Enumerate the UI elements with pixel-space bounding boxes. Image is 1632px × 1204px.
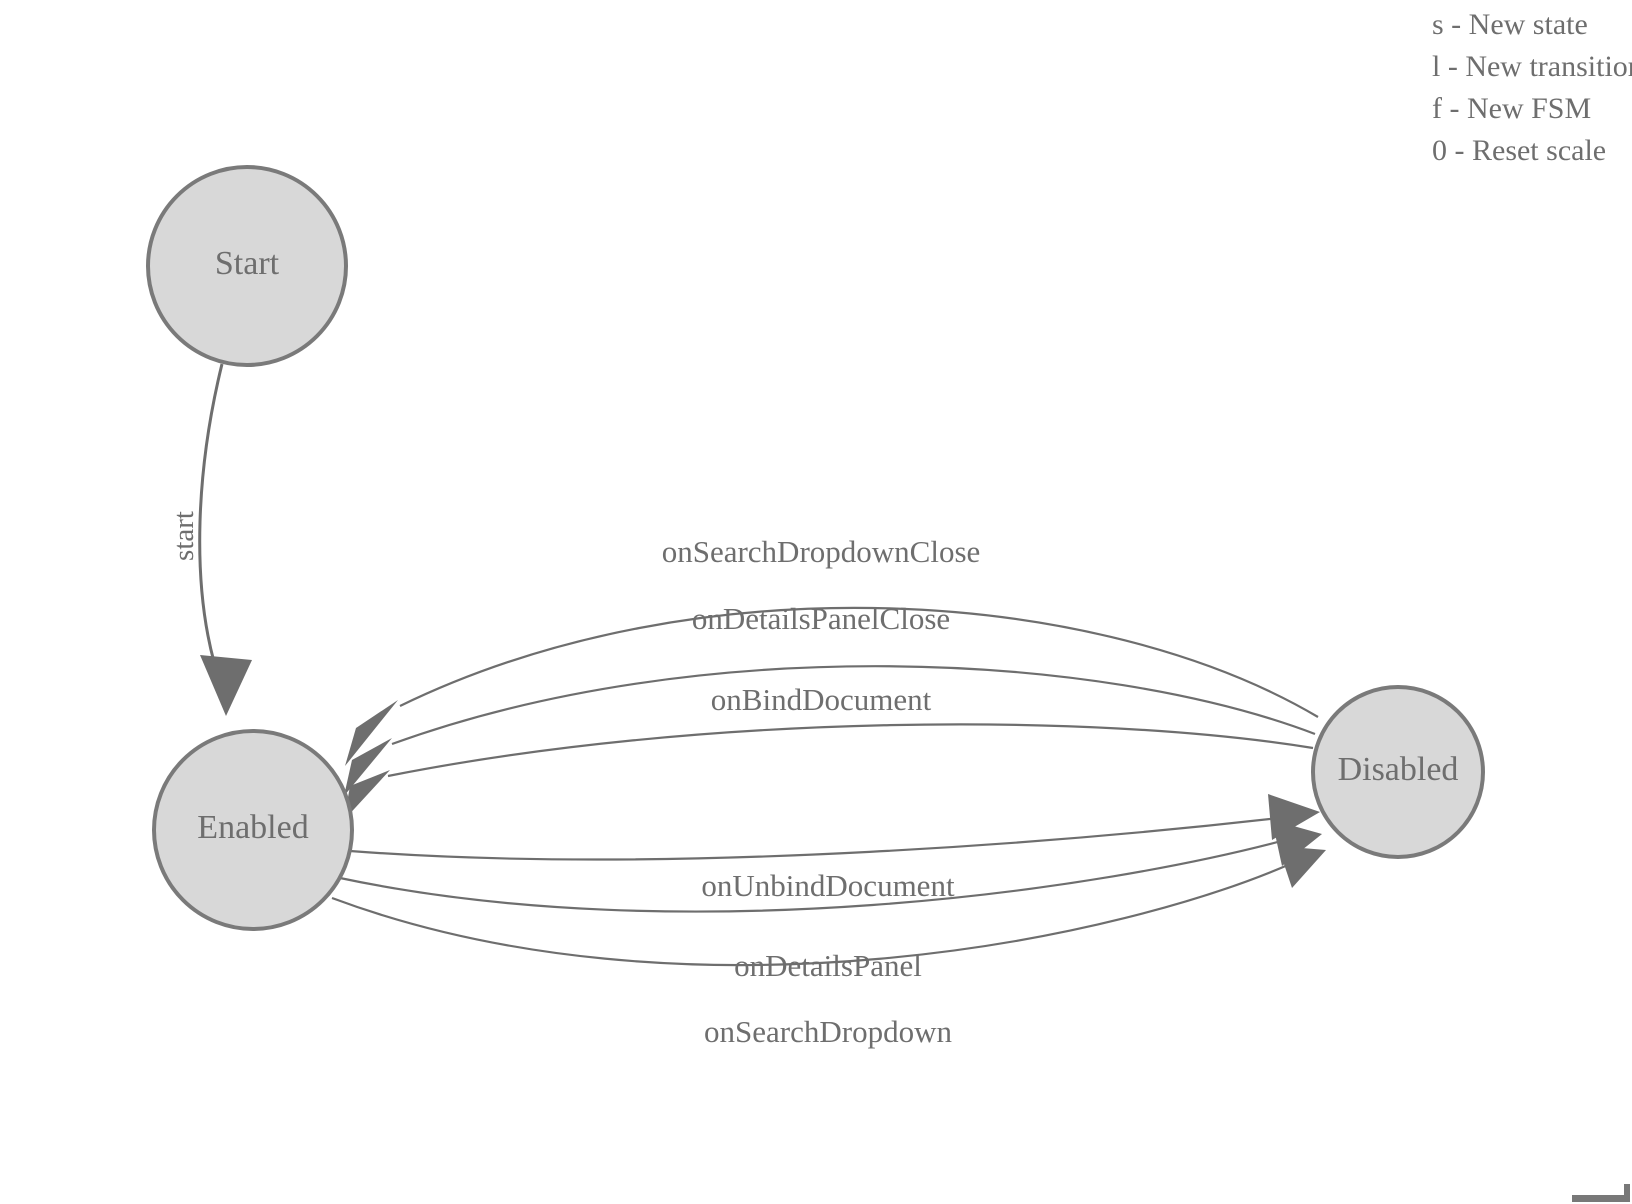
edge-on-unbind-document-label: onUnbindDocument [701,868,955,903]
scrollbar-corner[interactable] [1562,1184,1632,1204]
state-node-enabled-label: Enabled [197,809,308,846]
edge-on-search-dropdown-close-label: onSearchDropdownClose [662,534,981,569]
edge-on-unbind-document-path [349,814,1297,861]
edge-on-bind-document-label: onBindDocument [711,682,932,717]
state-node-disabled-circle[interactable] [1311,685,1485,859]
edge-on-search-dropdown-close-path [399,606,1319,718]
vertical-scrollbar-thumb[interactable] [1624,1184,1630,1202]
state-node-disabled-label: Disabled [1338,751,1459,788]
state-node-start-circle[interactable] [146,165,348,367]
edge-start-path [198,363,224,663]
edge-on-details-panel-close-arrowhead [344,738,392,796]
state-node-start[interactable]: Start [146,165,348,367]
help-line-new-state: s - New state [1432,8,1588,41]
edge-on-bind-document-arrowhead [344,770,390,820]
help-line-reset-scale: 0 - Reset scale [1432,134,1607,167]
edge-start[interactable]: start [168,363,252,716]
edge-on-search-dropdown-close[interactable]: onSearchDropdownClose [345,534,1319,766]
edge-on-bind-document-path [387,723,1314,778]
edge-on-bind-document[interactable]: onBindDocument [344,682,1314,820]
edge-on-search-dropdown-arrowhead [1278,846,1326,888]
help-line-new-transition: l - New transition [1432,50,1632,83]
edge-on-details-panel-close-label: onDetailsPanelClose [692,601,950,636]
edge-on-search-dropdown-path [331,855,1309,967]
state-node-enabled-circle[interactable] [152,729,354,931]
edge-start-arrowhead [200,655,252,716]
edge-on-unbind-document[interactable]: onUnbindDocument [349,794,1320,903]
edge-on-details-panel-path [339,834,1301,913]
edge-on-details-panel-close-path [391,665,1316,746]
keyboard-shortcuts-help: s - New state l - New transition f - New… [1432,0,1632,172]
edge-on-search-dropdown[interactable]: onSearchDropdown [331,846,1326,1049]
state-node-enabled[interactable]: Enabled [152,729,354,931]
edge-on-search-dropdown-label: onSearchDropdown [704,1014,952,1049]
state-node-disabled[interactable]: Disabled [1311,685,1485,859]
edge-start-label: start [168,511,200,561]
edge-on-details-panel-close[interactable]: onDetailsPanelClose [344,601,1316,796]
state-node-start-label: Start [215,245,280,282]
help-line-new-fsm: f - New FSM [1432,92,1592,125]
horizontal-scrollbar-thumb[interactable] [1572,1195,1630,1202]
edge-on-search-dropdown-close-arrowhead [345,700,398,766]
